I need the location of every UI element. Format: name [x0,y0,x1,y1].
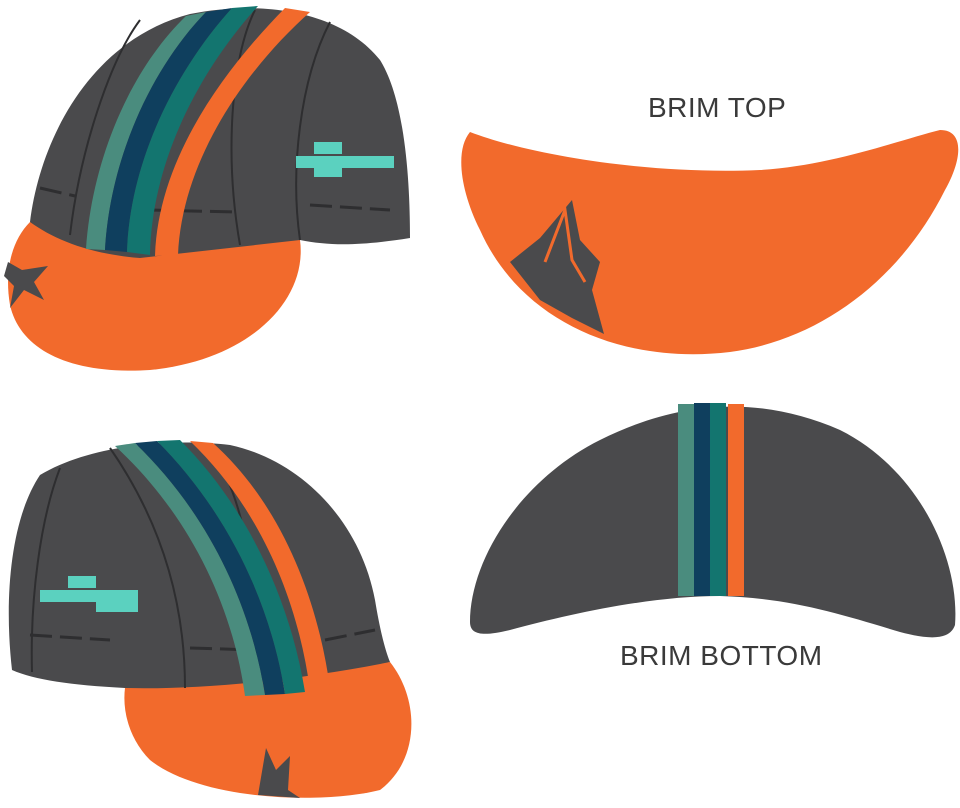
star-fox-logo-icon [4,262,48,308]
brim-top-view [461,130,959,355]
cap1-seam-right [295,21,331,241]
cap2-crown [8,442,391,689]
cap1-stripe-teal [127,6,258,255]
brim-bottom-stripe-teal [710,403,726,596]
cap2-stripe-navy [135,441,285,695]
cap-back-right-view [8,440,412,798]
cap2-brim [124,662,412,798]
teal-cross-emblem-icon [296,142,394,177]
star-fox-logo-icon [258,748,300,798]
cap1-seam-left [69,19,141,236]
brim-bottom-stripe-sage [678,404,694,596]
cap1-brim [8,222,301,371]
teal-cross-emblem-icon [40,576,138,612]
cap1-seam-mid [230,9,256,246]
cap1-stripe-sage [86,12,206,250]
cap2-stripe-sage [115,443,265,696]
logo-inner-line [543,204,587,283]
cap2-stripe-orange [190,441,330,690]
cap2-band-stitch [29,628,376,652]
brim-bottom-view [470,403,956,638]
cap1-stripe-orange [155,8,310,256]
cap-front-left-view [4,6,410,371]
cap2-seam-left [30,467,61,673]
star-fox-logo-icon [510,200,604,334]
cap2-seam-mid [109,447,186,689]
brim-top-label: BRIM TOP [648,92,787,123]
brim-bottom-label: BRIM BOTTOM [620,640,823,671]
brim-bottom-stripe-navy [694,403,710,596]
brim-bottom-stripe-orange [728,404,744,596]
cap1-stripe-navy [105,8,232,252]
cap2-stripe-teal [157,440,305,694]
